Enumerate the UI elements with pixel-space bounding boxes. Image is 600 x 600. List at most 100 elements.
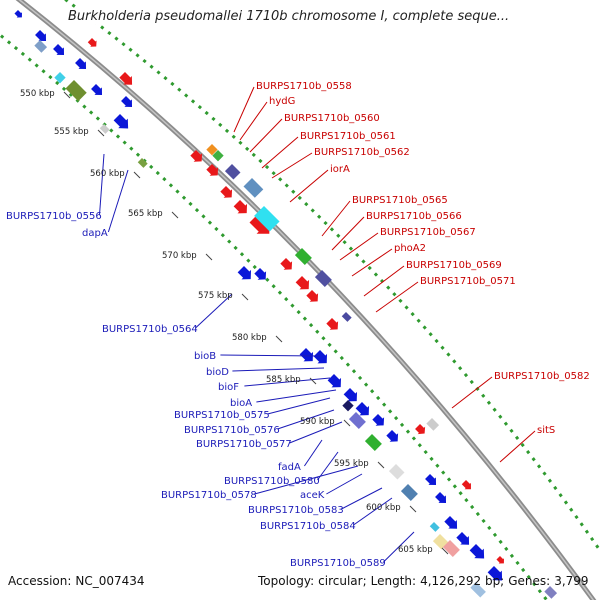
label-leader-line [107, 169, 129, 233]
label-leader-line [317, 451, 339, 481]
gene-feature-block [99, 123, 110, 134]
gene-feature-block [294, 247, 312, 265]
forward-gene-arrow [190, 150, 203, 162]
gene-labels: BURPS1710b_0558hydGBURPS1710b_0560BURPS1… [6, 81, 590, 569]
gene-feature-block [65, 80, 87, 102]
tick-mark [309, 377, 317, 385]
forward-gene-arrow [249, 214, 270, 234]
label-leader-line [375, 281, 419, 313]
forward-gene-arrow [233, 200, 248, 214]
gene-feature-block [429, 522, 440, 532]
gene-feature-block [442, 540, 460, 557]
gene-label-reverse: BURPS1710b_0580 [224, 476, 320, 487]
tick-mark [63, 91, 71, 99]
genes-value: 3,799 [554, 574, 589, 588]
label-leader-line [244, 377, 331, 387]
tick-mark [133, 171, 141, 179]
label-leader-line [351, 248, 393, 277]
reverse-gene-arrow [121, 96, 133, 107]
gene-label-forward: BURPS1710b_0558 [256, 81, 352, 92]
gene-label-reverse: BURPS1710b_0575 [174, 410, 270, 421]
label-leader-line [99, 153, 105, 216]
outer-dotted-track [63, 0, 600, 554]
gene-feature-block [254, 206, 280, 232]
gene-label-reverse: bioB [194, 351, 216, 362]
tick-mark [409, 505, 417, 513]
gene-feature-block [364, 433, 382, 451]
tick-label: 595 kbp [334, 459, 369, 469]
gene-label-forward: BURPS1710b_0560 [284, 113, 380, 124]
gene-feature-block [400, 483, 418, 501]
reverse-gene-arrow [425, 474, 437, 485]
reverse-gene-arrow [386, 430, 399, 442]
gene-label-reverse: BURPS1710b_0589 [290, 558, 386, 569]
label-leader-line [451, 376, 493, 409]
genes-label: Genes: [508, 574, 551, 588]
gene-label-reverse: fadA [278, 462, 301, 473]
label-leader-line [289, 421, 343, 444]
tick-mark [241, 293, 249, 301]
tick-mark [377, 461, 385, 469]
reverse-gene-arrow [444, 516, 458, 529]
label-leader-line [353, 497, 393, 526]
gene-feature-block [544, 585, 558, 599]
reverse-gene-arrow [355, 402, 370, 416]
tick-label: 575 kbp [198, 291, 233, 301]
forward-gene-arrow [496, 556, 504, 564]
tick-label: 605 kbp [398, 545, 433, 555]
reverse-gene-arrow [343, 388, 358, 402]
gene-feature-block [34, 40, 48, 53]
label-leader-line [254, 465, 359, 495]
tick-label: 570 kbp [162, 251, 197, 261]
reverse-gene-arrow [53, 44, 65, 55]
accession-info: Accession:NC_007434 [8, 574, 145, 588]
label-leader-lines [99, 86, 536, 563]
gene-feature-block [314, 270, 332, 287]
gene-label-reverse: bioF [218, 382, 239, 393]
gene-label-forward: sitS [537, 425, 555, 436]
gene-label-reverse: BURPS1710b_0564 [102, 324, 198, 335]
gene-feature-block [426, 417, 440, 431]
reverse-gene-arrow [75, 58, 87, 69]
gene-label-reverse: BURPS1710b_0578 [161, 490, 257, 501]
label-leader-line [277, 409, 335, 430]
gene-label-forward: BURPS1710b_0565 [352, 195, 448, 206]
gene-feature-block [212, 150, 224, 162]
reverse-gene-arrow [35, 30, 47, 41]
gene-label-reverse: dapA [82, 228, 108, 239]
forward-gene-arrow [280, 258, 293, 270]
forward-gene-arrow [461, 480, 471, 490]
gene-feature-block [54, 71, 66, 84]
tick-label: 555 kbp [54, 127, 89, 137]
gene-label-reverse: BURPS1710b_0556 [6, 211, 102, 222]
length-value: 4,126,292 bp; [420, 574, 505, 588]
label-leader-line [326, 473, 363, 495]
reverse-gene-arrow [456, 532, 470, 545]
reverse-gene-arrow [372, 414, 385, 426]
gene-label-forward: BURPS1710b_0569 [406, 260, 502, 271]
gene-feature-block [348, 411, 366, 429]
reverse-gene-arrow [91, 84, 103, 95]
gene-feature-block [137, 158, 148, 168]
forward-gene-arrow [119, 72, 133, 85]
reverse-gene-arrow [435, 492, 447, 503]
gene-label-forward: BURPS1710b_0562 [314, 147, 410, 158]
gene-label-forward: BURPS1710b_0582 [494, 371, 590, 382]
gene-feature-block [470, 582, 486, 598]
forward-gene-arrow [415, 424, 426, 435]
tick-label: 590 kbp [300, 417, 335, 427]
label-leader-line [233, 86, 255, 133]
gene-features [14, 10, 558, 599]
reverse-gene-arrow [237, 266, 252, 280]
label-leader-line [363, 265, 405, 297]
label-leader-line [249, 118, 283, 153]
reverse-gene-arrow [469, 544, 485, 559]
gene-label-reverse: bioD [206, 367, 229, 378]
label-leader-line [232, 367, 325, 372]
tick-label: 560 kbp [90, 169, 125, 179]
tick-label: 585 kbp [266, 375, 301, 385]
forward-gene-arrow [306, 290, 319, 302]
tick-mark [171, 211, 179, 219]
label-leader-line [499, 430, 536, 463]
